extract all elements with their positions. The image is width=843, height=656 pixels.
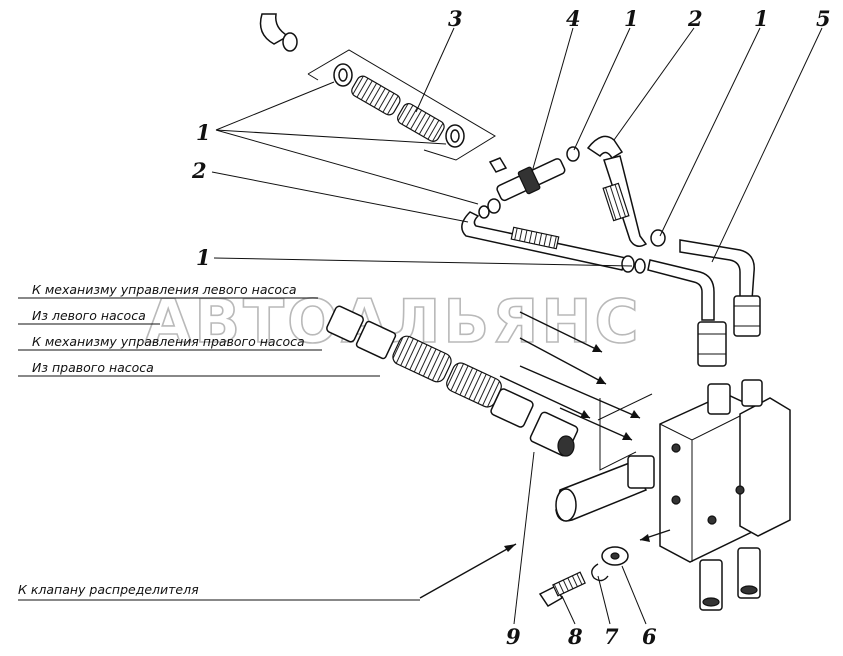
hose-assembly-3: [259, 13, 496, 161]
callout-8: 8: [567, 624, 583, 649]
callout-2-top: 2: [687, 6, 703, 31]
spring-washer-7: [591, 563, 609, 582]
flow-arrows: [419, 311, 671, 599]
callout-9: 9: [506, 624, 521, 649]
hose-2-vertical: [586, 135, 666, 247]
callout-1-top-b: 1: [754, 6, 769, 31]
distributor-valve: [555, 379, 791, 611]
hose-2-long: [461, 211, 646, 274]
route-labels: К механизму управления левого насоса Из …: [18, 282, 305, 597]
callout-4: 4: [566, 6, 581, 31]
label-from-left-pump: Из левого насоса: [32, 308, 146, 323]
callout-1-top-a: 1: [624, 6, 639, 31]
callout-1-mid: 1: [196, 245, 211, 270]
callout-6: 6: [642, 624, 657, 649]
callout-7: 7: [604, 624, 619, 649]
washer-6: [601, 546, 629, 566]
high-pressure-hose-9: [326, 305, 579, 457]
pipe-5: [647, 239, 761, 367]
callout-1-left: 1: [196, 120, 211, 145]
leader-lines: [18, 27, 823, 625]
label-right-pump-control: К механизму управления правого насоса: [32, 334, 305, 349]
callout-3: 3: [448, 6, 463, 31]
callout-5: 5: [816, 6, 831, 31]
label-left-pump-control: К механизму управления левого насоса: [32, 282, 297, 297]
bolt-8: [538, 571, 586, 607]
label-to-distributor-valve: К клапану распределителя: [18, 582, 199, 597]
tee-fitting-4: [478, 146, 580, 219]
callout-2-left: 2: [191, 158, 207, 183]
label-from-right-pump: Из правого насоса: [32, 360, 154, 375]
callout-numbers: 3 4 1 2 1 5 1 2 1 9 8 7 6: [191, 6, 831, 649]
